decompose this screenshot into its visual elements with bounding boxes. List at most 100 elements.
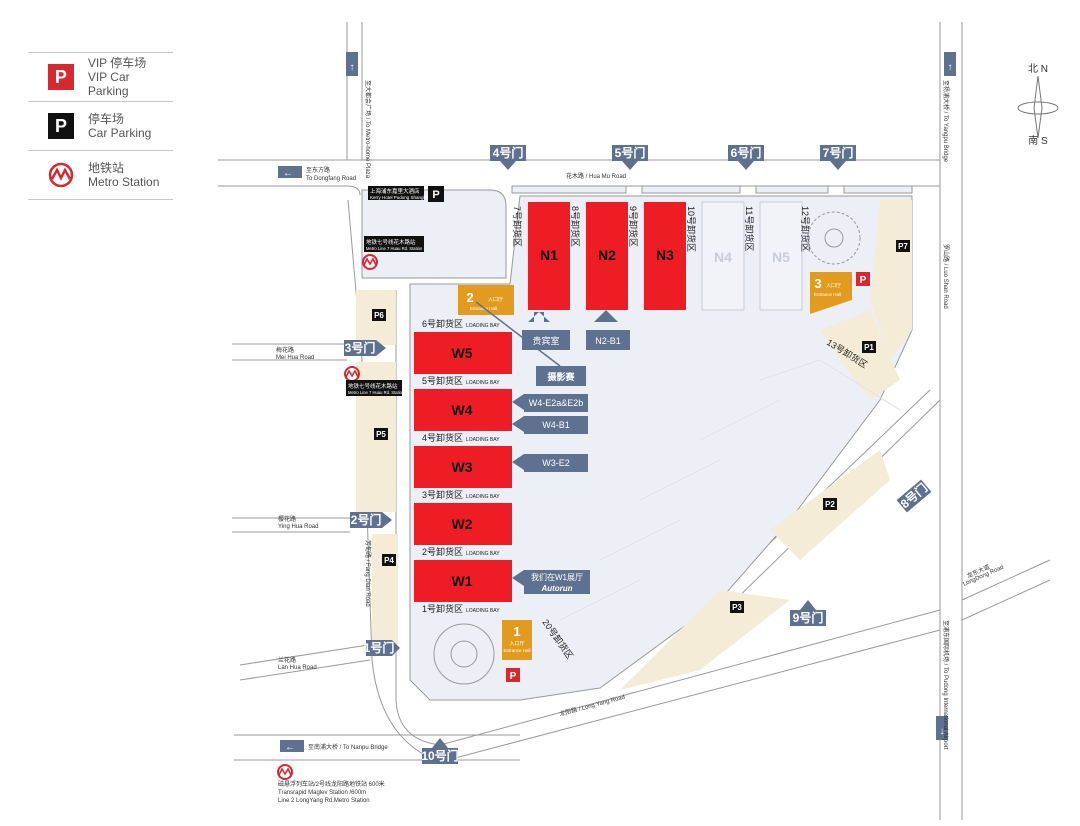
road-fangdian: 芳甸路 / Fang Dian Road (364, 540, 372, 607)
legend-vip-en: VIP Car Parking (87, 70, 130, 98)
road-meihua: 梅花路 (276, 346, 294, 354)
legend-car-en: Car Parking (88, 126, 152, 140)
svg-text:入口厅: 入口厅 (509, 641, 524, 647)
north-loading-bays: 7号卸货区 8号卸货区 9号卸货区 10号卸货区 11号卸货区 12号卸货区 (512, 206, 811, 252)
svg-text:LOADING BAY: LOADING BAY (466, 608, 500, 614)
west-loading-bays: 6号卸货区 5号卸货区 4号卸货区 3号卸货区 2号卸货区 1号卸货区 (422, 318, 463, 614)
parking-p5: P5 (376, 430, 386, 439)
hall-w2 (414, 503, 512, 545)
hall-w1 (414, 560, 512, 602)
hall-n1-label: N1 (540, 247, 558, 263)
svg-text:摄影赛: 摄影赛 (547, 371, 575, 382)
hall-n3-label: N3 (656, 247, 674, 263)
hall-n3 (644, 202, 686, 310)
compass-north-label: 北 N (1028, 64, 1048, 75)
kerry-hotel-en: Kerry Hotel Pudong Shanghai (370, 195, 430, 200)
car-parking-icon: P (48, 113, 74, 139)
west-halls: W5 W4 W3 W2 W1 (414, 332, 512, 602)
svg-text:P: P (510, 671, 517, 682)
hall-n5 (759, 201, 803, 311)
svg-text:To Dongfang Road: To Dongfang Road (306, 176, 356, 182)
maglev-metro-icon (277, 764, 293, 780)
maglev-en2: Line 2 LongYang Rd.Metro Station (278, 798, 370, 804)
bay-8: 8号卸货区 (570, 206, 581, 247)
svg-text:10号门: 10号门 (421, 748, 458, 763)
callouts: 贵宾室 N2-B1 摄影赛 W4-E2a&E2b W4-B1 W3-E2 (475, 301, 630, 594)
callout-w4e2: W4-E2a&E2b (512, 394, 588, 412)
svg-text:W4-B1: W4-B1 (542, 420, 570, 430)
loading-bay-en-labels: LOADING BAY LOADING BAY LOADING BAY LOAD… (466, 323, 500, 614)
svg-text:↑: ↑ (948, 62, 953, 73)
legend-car-cn: 停车场 (88, 112, 125, 126)
road-dividers (511, 185, 913, 194)
svg-text:9号门: 9号门 (793, 610, 824, 625)
svg-text:入口厅: 入口厅 (488, 297, 503, 303)
callout-w4b1: W4-B1 (512, 416, 588, 434)
road-nanpu: 至南浦大桥 / To Nanpu Bridge (308, 743, 388, 751)
svg-text:3: 3 (814, 276, 821, 291)
svg-text:4号门: 4号门 (493, 145, 524, 160)
svg-text:2号门: 2号门 (351, 512, 382, 527)
gates: 4号门 5号门 6号门 7号门 3号门 2号门 1号门 10号门 8号门 9号门 (344, 145, 932, 764)
vip-parking-marker-1 (506, 668, 520, 682)
parking-p7: P7 (898, 242, 908, 251)
gate-6: 6号门 (728, 145, 764, 170)
hotel-parking-letter: P (432, 189, 439, 201)
callout-w3e2: W3-E2 (512, 454, 588, 472)
hall-n4 (701, 201, 745, 311)
legend-metro: 地铁站 Metro Station (28, 150, 173, 200)
svg-text:7号门: 7号门 (823, 145, 854, 160)
svg-text:1号门: 1号门 (364, 640, 395, 655)
arrow-dongfang (278, 166, 302, 178)
svg-text:←: ← (285, 742, 295, 753)
callout-n2b1: N2-B1 (586, 310, 630, 350)
vip-parking-marker-2 (856, 272, 870, 286)
hall-w1-label: W1 (452, 573, 473, 589)
legend: P VIP 停车场 VIP Car Parking P 停车场 Car Park… (28, 52, 173, 200)
hall-w3 (414, 446, 512, 488)
plaza-circle-north (807, 211, 861, 265)
svg-text:←: ← (283, 168, 293, 179)
svg-text:N2-B1: N2-B1 (595, 336, 621, 346)
gate-1: 1号门 (364, 640, 400, 656)
bay-6: 6号卸货区 (422, 318, 463, 329)
hall-w4-label: W4 (452, 402, 473, 418)
parking-labels: P6 P5 P4 P1 P2 P3 P7 (372, 240, 910, 613)
svg-text:6号门: 6号门 (731, 145, 762, 160)
entrance-hall-1: 1 入口厅 Entrance Hall (502, 620, 532, 660)
bay-11: 11号卸货区 (744, 206, 755, 251)
svg-text:↓: ↓ (940, 726, 945, 737)
gate-10: 10号门 (421, 738, 459, 764)
arrow-metro-plaza (346, 52, 358, 76)
bay-4: 4号卸货区 (422, 432, 463, 443)
metro-station-icon (48, 162, 74, 188)
compass-south-label: 南 S (1028, 136, 1048, 147)
plaza-circle-south (433, 623, 495, 685)
svg-text:Entrance Hall: Entrance Hall (503, 648, 530, 653)
maglev-en1: Transrapid Maglev Station /600m (278, 790, 366, 796)
svg-text:LOADING BAY: LOADING BAY (466, 494, 500, 500)
svg-text:贵宾室: 贵宾室 (532, 335, 559, 346)
hall-w5-label: W5 (452, 345, 473, 361)
bay-12: 12号卸货区 (800, 206, 811, 252)
callout-photo: 摄影赛 (475, 301, 586, 386)
gate-7: 7号门 (820, 145, 856, 170)
arrow-nanpu (280, 740, 304, 752)
metro-meihua-en: Metro Line 7 Huau Rd. Station (348, 390, 405, 395)
hall-n2-label: N2 (598, 247, 616, 263)
hall-w2-label: W2 (452, 516, 473, 532)
hall-w5 (414, 332, 512, 374)
gate-3: 3号门 (344, 340, 386, 356)
callout-w1-hall: 我们在W1展厅 Autorun (512, 570, 590, 594)
hall-n1 (528, 202, 570, 310)
svg-text:W3-E2: W3-E2 (542, 458, 570, 468)
svg-text:LOADING BAY: LOADING BAY (466, 323, 500, 329)
hall-n2 (586, 202, 628, 310)
road-yangpu: 至杨浦大桥 / To Yangpu Bridge (942, 80, 950, 163)
arrow-airport (936, 716, 948, 740)
metro-meihua-cn: 地铁七号线花木路站 (348, 382, 398, 390)
bay-7: 7号卸货区 (512, 206, 523, 247)
svg-text:P: P (860, 275, 867, 286)
road-dongfang: 至东方路 (306, 166, 330, 174)
bay-10: 10号卸货区 (686, 206, 697, 252)
